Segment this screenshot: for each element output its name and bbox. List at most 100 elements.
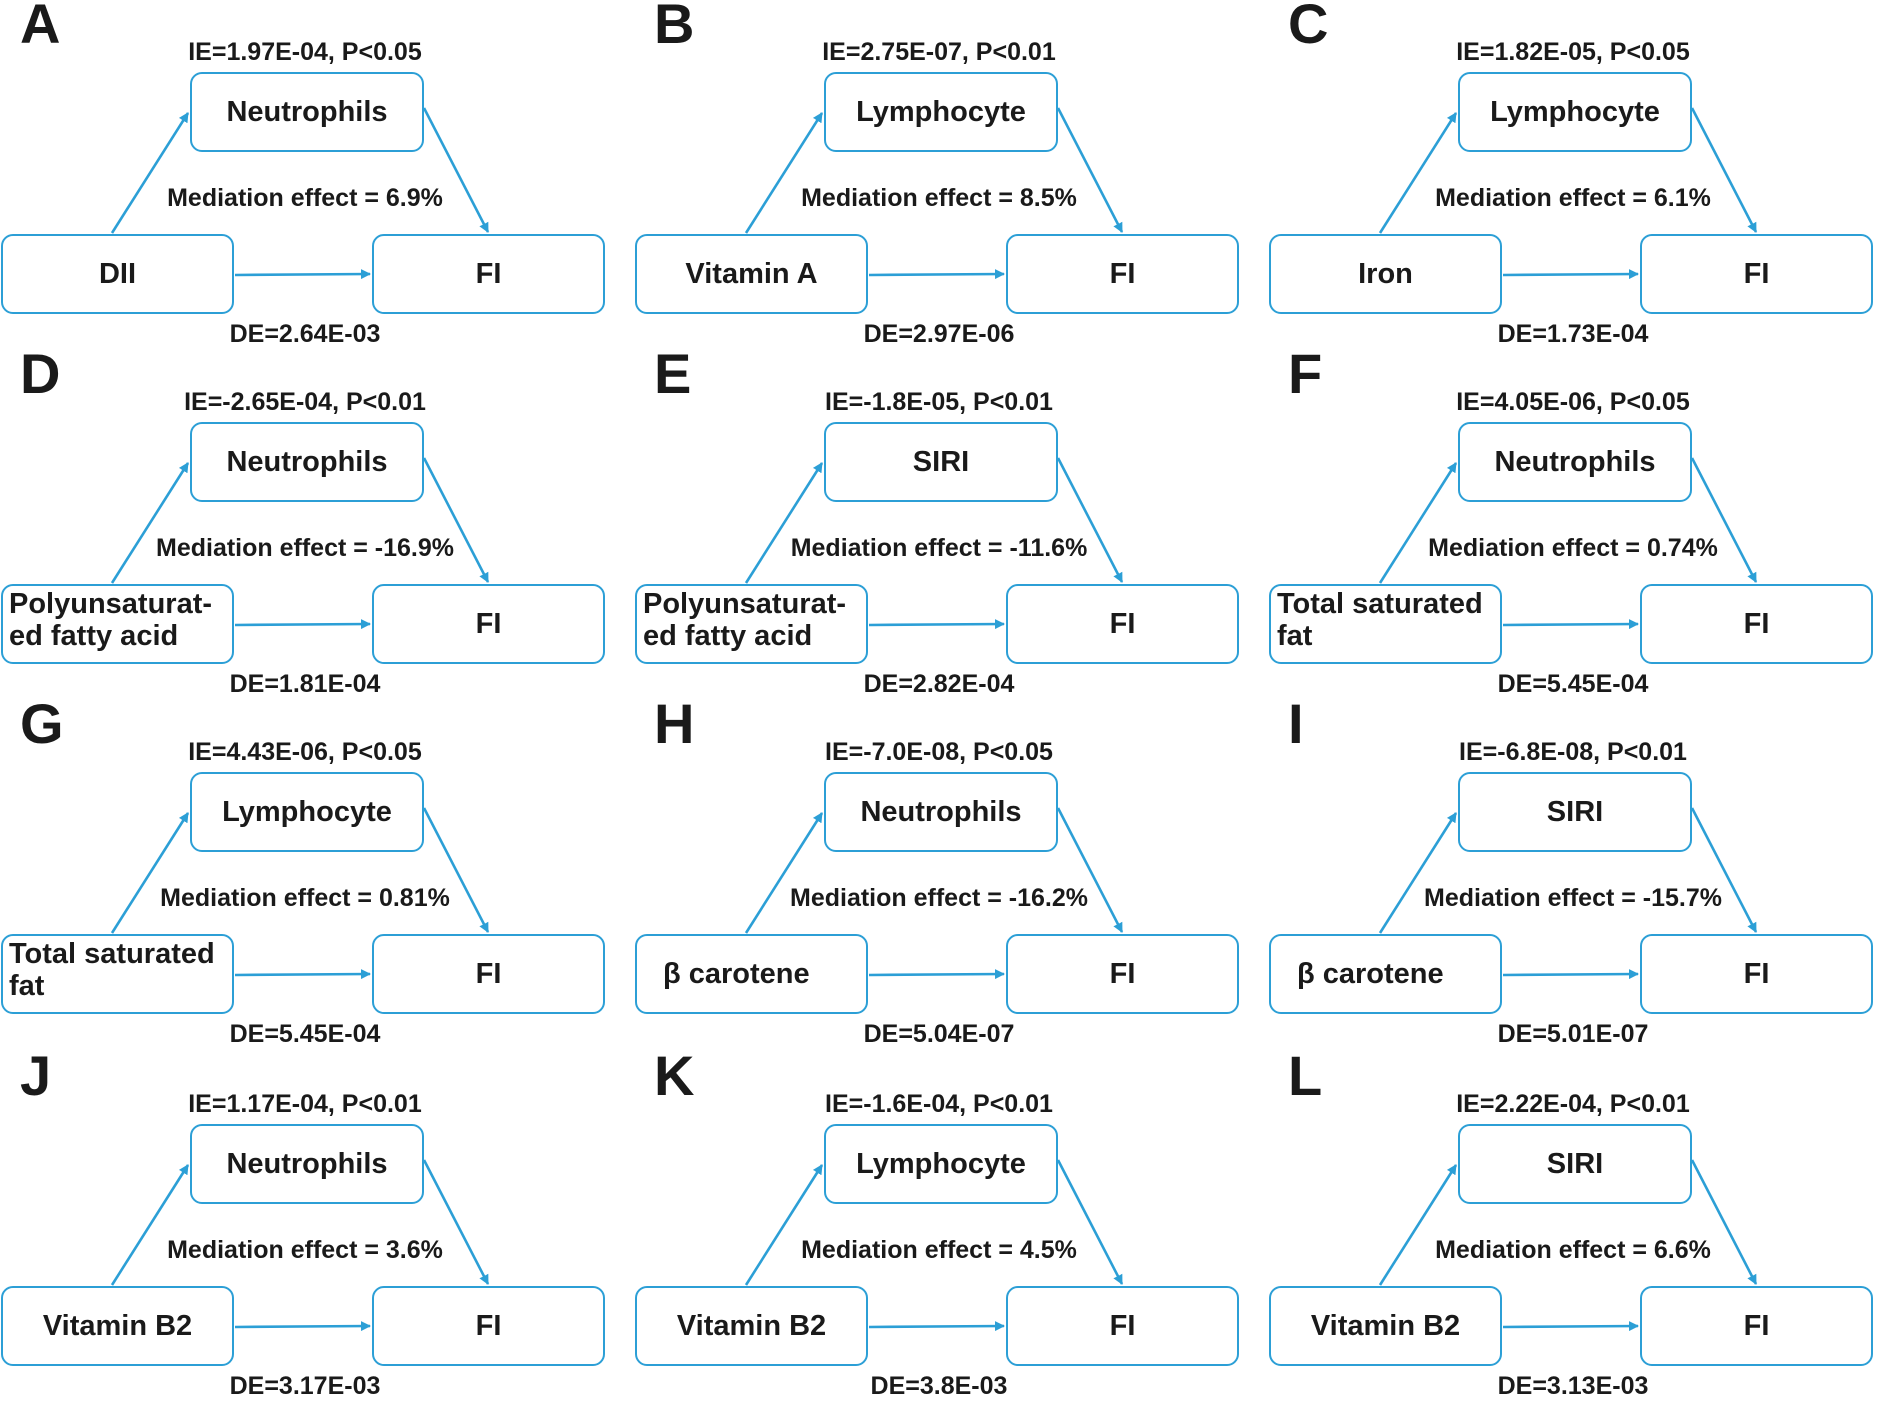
arrow-mediator-to-outcome bbox=[422, 107, 490, 233]
exposure-box: Vitamin A bbox=[635, 234, 868, 314]
outcome-box: FI bbox=[1006, 934, 1239, 1014]
mediator-box: SIRI bbox=[824, 422, 1058, 502]
arrow-exposure-to-mediator bbox=[1378, 1164, 1458, 1286]
panel-letter: D bbox=[20, 342, 61, 405]
path-arrows bbox=[1378, 107, 1758, 280]
mediator-box: Neutrophils bbox=[824, 772, 1058, 852]
mediation-effect-label: Mediation effect = 4.5% bbox=[801, 1236, 1077, 1264]
exposure-box: DII bbox=[1, 234, 234, 314]
panel-letter: I bbox=[1288, 692, 1304, 755]
outcome-box: FI bbox=[1640, 584, 1873, 664]
arrow-mediator-to-outcome bbox=[1056, 1159, 1124, 1285]
panel-b: B IE=2.75E-07, P<0.01 Lymphocyte Mediati… bbox=[634, 0, 1267, 352]
arrow-exposure-to-outcome bbox=[868, 619, 1005, 630]
exposure-box: Polyunsaturat-ed fatty acid bbox=[635, 584, 868, 664]
exposure-box: Vitamin B2 bbox=[635, 1286, 868, 1366]
arrow-mediator-to-outcome bbox=[1690, 807, 1758, 933]
direct-effect-label: DE=2.97E-06 bbox=[863, 320, 1015, 348]
mediation-effect-label: Mediation effect = 0.81% bbox=[160, 884, 450, 912]
mediator-box: Neutrophils bbox=[1458, 422, 1692, 502]
path-arrows bbox=[110, 1159, 490, 1332]
panel-letter: E bbox=[654, 342, 692, 405]
panel-letter: J bbox=[20, 1044, 52, 1107]
arrow-mediator-to-outcome bbox=[1690, 107, 1758, 233]
arrow-exposure-to-mediator bbox=[744, 462, 824, 584]
mediation-effect-label: Mediation effect = 6.9% bbox=[167, 184, 443, 212]
direct-effect-label: DE=2.82E-04 bbox=[863, 670, 1015, 698]
arrow-exposure-to-mediator bbox=[744, 112, 824, 234]
panel-l: L IE=2.22E-04, P<0.01 SIRI Mediation eff… bbox=[1268, 1046, 1901, 1404]
path-arrows bbox=[1378, 807, 1758, 980]
outcome-box: FI bbox=[372, 584, 605, 664]
mediation-effect-label: Mediation effect = 6.1% bbox=[1435, 184, 1711, 212]
exposure-box: Vitamin B2 bbox=[1269, 1286, 1502, 1366]
panel-letter: C bbox=[1288, 0, 1329, 55]
outcome-box: FI bbox=[372, 934, 605, 1014]
indirect-effect-label: IE=4.05E-06, P<0.05 bbox=[1456, 388, 1690, 416]
arrow-exposure-to-mediator bbox=[744, 1164, 824, 1286]
path-arrows bbox=[1378, 457, 1758, 630]
arrow-exposure-to-mediator bbox=[110, 112, 190, 234]
indirect-effect-label: IE=-1.8E-05, P<0.01 bbox=[825, 388, 1053, 416]
direct-effect-label: DE=5.01E-07 bbox=[1497, 1020, 1649, 1048]
panel-i: I IE=-6.8E-08, P<0.01 SIRI Mediation eff… bbox=[1268, 694, 1901, 1052]
outcome-box: FI bbox=[1006, 234, 1239, 314]
direct-effect-label: DE=3.17E-03 bbox=[229, 1372, 381, 1400]
mediator-box: Lymphocyte bbox=[190, 772, 424, 852]
arrow-exposure-to-outcome bbox=[868, 1321, 1005, 1332]
outcome-box: FI bbox=[1640, 1286, 1873, 1366]
indirect-effect-label: IE=4.43E-06, P<0.05 bbox=[188, 738, 422, 766]
direct-effect-label: DE=3.8E-03 bbox=[870, 1372, 1008, 1400]
mediator-box: Lymphocyte bbox=[1458, 72, 1692, 152]
arrow-mediator-to-outcome bbox=[1056, 107, 1124, 233]
direct-effect-label: DE=3.13E-03 bbox=[1497, 1372, 1649, 1400]
arrow-mediator-to-outcome bbox=[1056, 457, 1124, 583]
indirect-effect-label: IE=-1.6E-04, P<0.01 bbox=[825, 1090, 1053, 1118]
direct-effect-label: DE=5.45E-04 bbox=[1497, 670, 1649, 698]
mediator-box: SIRI bbox=[1458, 772, 1692, 852]
arrow-mediator-to-outcome bbox=[1690, 457, 1758, 583]
exposure-box: β carotene bbox=[635, 934, 868, 1014]
indirect-effect-label: IE=2.75E-07, P<0.01 bbox=[822, 38, 1056, 66]
arrow-exposure-to-outcome bbox=[1502, 619, 1639, 630]
mediation-effect-label: Mediation effect = -16.9% bbox=[156, 534, 454, 562]
exposure-box: Vitamin B2 bbox=[1, 1286, 234, 1366]
arrow-exposure-to-mediator bbox=[1378, 112, 1458, 234]
arrow-exposure-to-outcome bbox=[1502, 969, 1639, 980]
mediation-effect-label: Mediation effect = 8.5% bbox=[801, 184, 1077, 212]
path-arrows bbox=[1378, 1159, 1758, 1332]
path-arrows bbox=[744, 807, 1124, 980]
indirect-effect-label: IE=-2.65E-04, P<0.01 bbox=[184, 388, 426, 416]
direct-effect-label: DE=5.45E-04 bbox=[229, 1020, 381, 1048]
mediator-box: Neutrophils bbox=[190, 1124, 424, 1204]
arrow-exposure-to-outcome bbox=[234, 619, 371, 630]
indirect-effect-label: IE=-7.0E-08, P<0.05 bbox=[825, 738, 1053, 766]
panel-k: K IE=-1.6E-04, P<0.01 Lymphocyte Mediati… bbox=[634, 1046, 1267, 1404]
panel-letter: K bbox=[654, 1044, 695, 1107]
panel-d: D IE=-2.65E-04, P<0.01 Neutrophils Media… bbox=[0, 344, 633, 702]
path-arrows bbox=[110, 807, 490, 980]
path-arrows bbox=[110, 457, 490, 630]
panel-letter: A bbox=[20, 0, 61, 55]
arrow-exposure-to-outcome bbox=[234, 969, 371, 980]
mediator-box: SIRI bbox=[1458, 1124, 1692, 1204]
panel-letter: L bbox=[1288, 1044, 1323, 1107]
arrow-exposure-to-outcome bbox=[234, 1321, 371, 1332]
panel-letter: H bbox=[654, 692, 695, 755]
mediation-effect-label: Mediation effect = -15.7% bbox=[1424, 884, 1722, 912]
arrow-exposure-to-mediator bbox=[110, 462, 190, 584]
direct-effect-label: DE=1.73E-04 bbox=[1497, 320, 1649, 348]
path-arrows bbox=[744, 457, 1124, 630]
panel-e: E IE=-1.8E-05, P<0.01 SIRI Mediation eff… bbox=[634, 344, 1267, 702]
path-arrows bbox=[744, 1159, 1124, 1332]
panel-letter: B bbox=[654, 0, 695, 55]
mediation-effect-label: Mediation effect = 6.6% bbox=[1435, 1236, 1711, 1264]
arrow-mediator-to-outcome bbox=[422, 807, 490, 933]
arrow-mediator-to-outcome bbox=[422, 1159, 490, 1285]
arrow-exposure-to-mediator bbox=[744, 812, 824, 934]
path-arrows bbox=[744, 107, 1124, 280]
panel-j: J IE=1.17E-04, P<0.01 Neutrophils Mediat… bbox=[0, 1046, 633, 1404]
direct-effect-label: DE=5.04E-07 bbox=[863, 1020, 1015, 1048]
arrow-exposure-to-outcome bbox=[1502, 1321, 1639, 1332]
mediator-box: Neutrophils bbox=[190, 72, 424, 152]
